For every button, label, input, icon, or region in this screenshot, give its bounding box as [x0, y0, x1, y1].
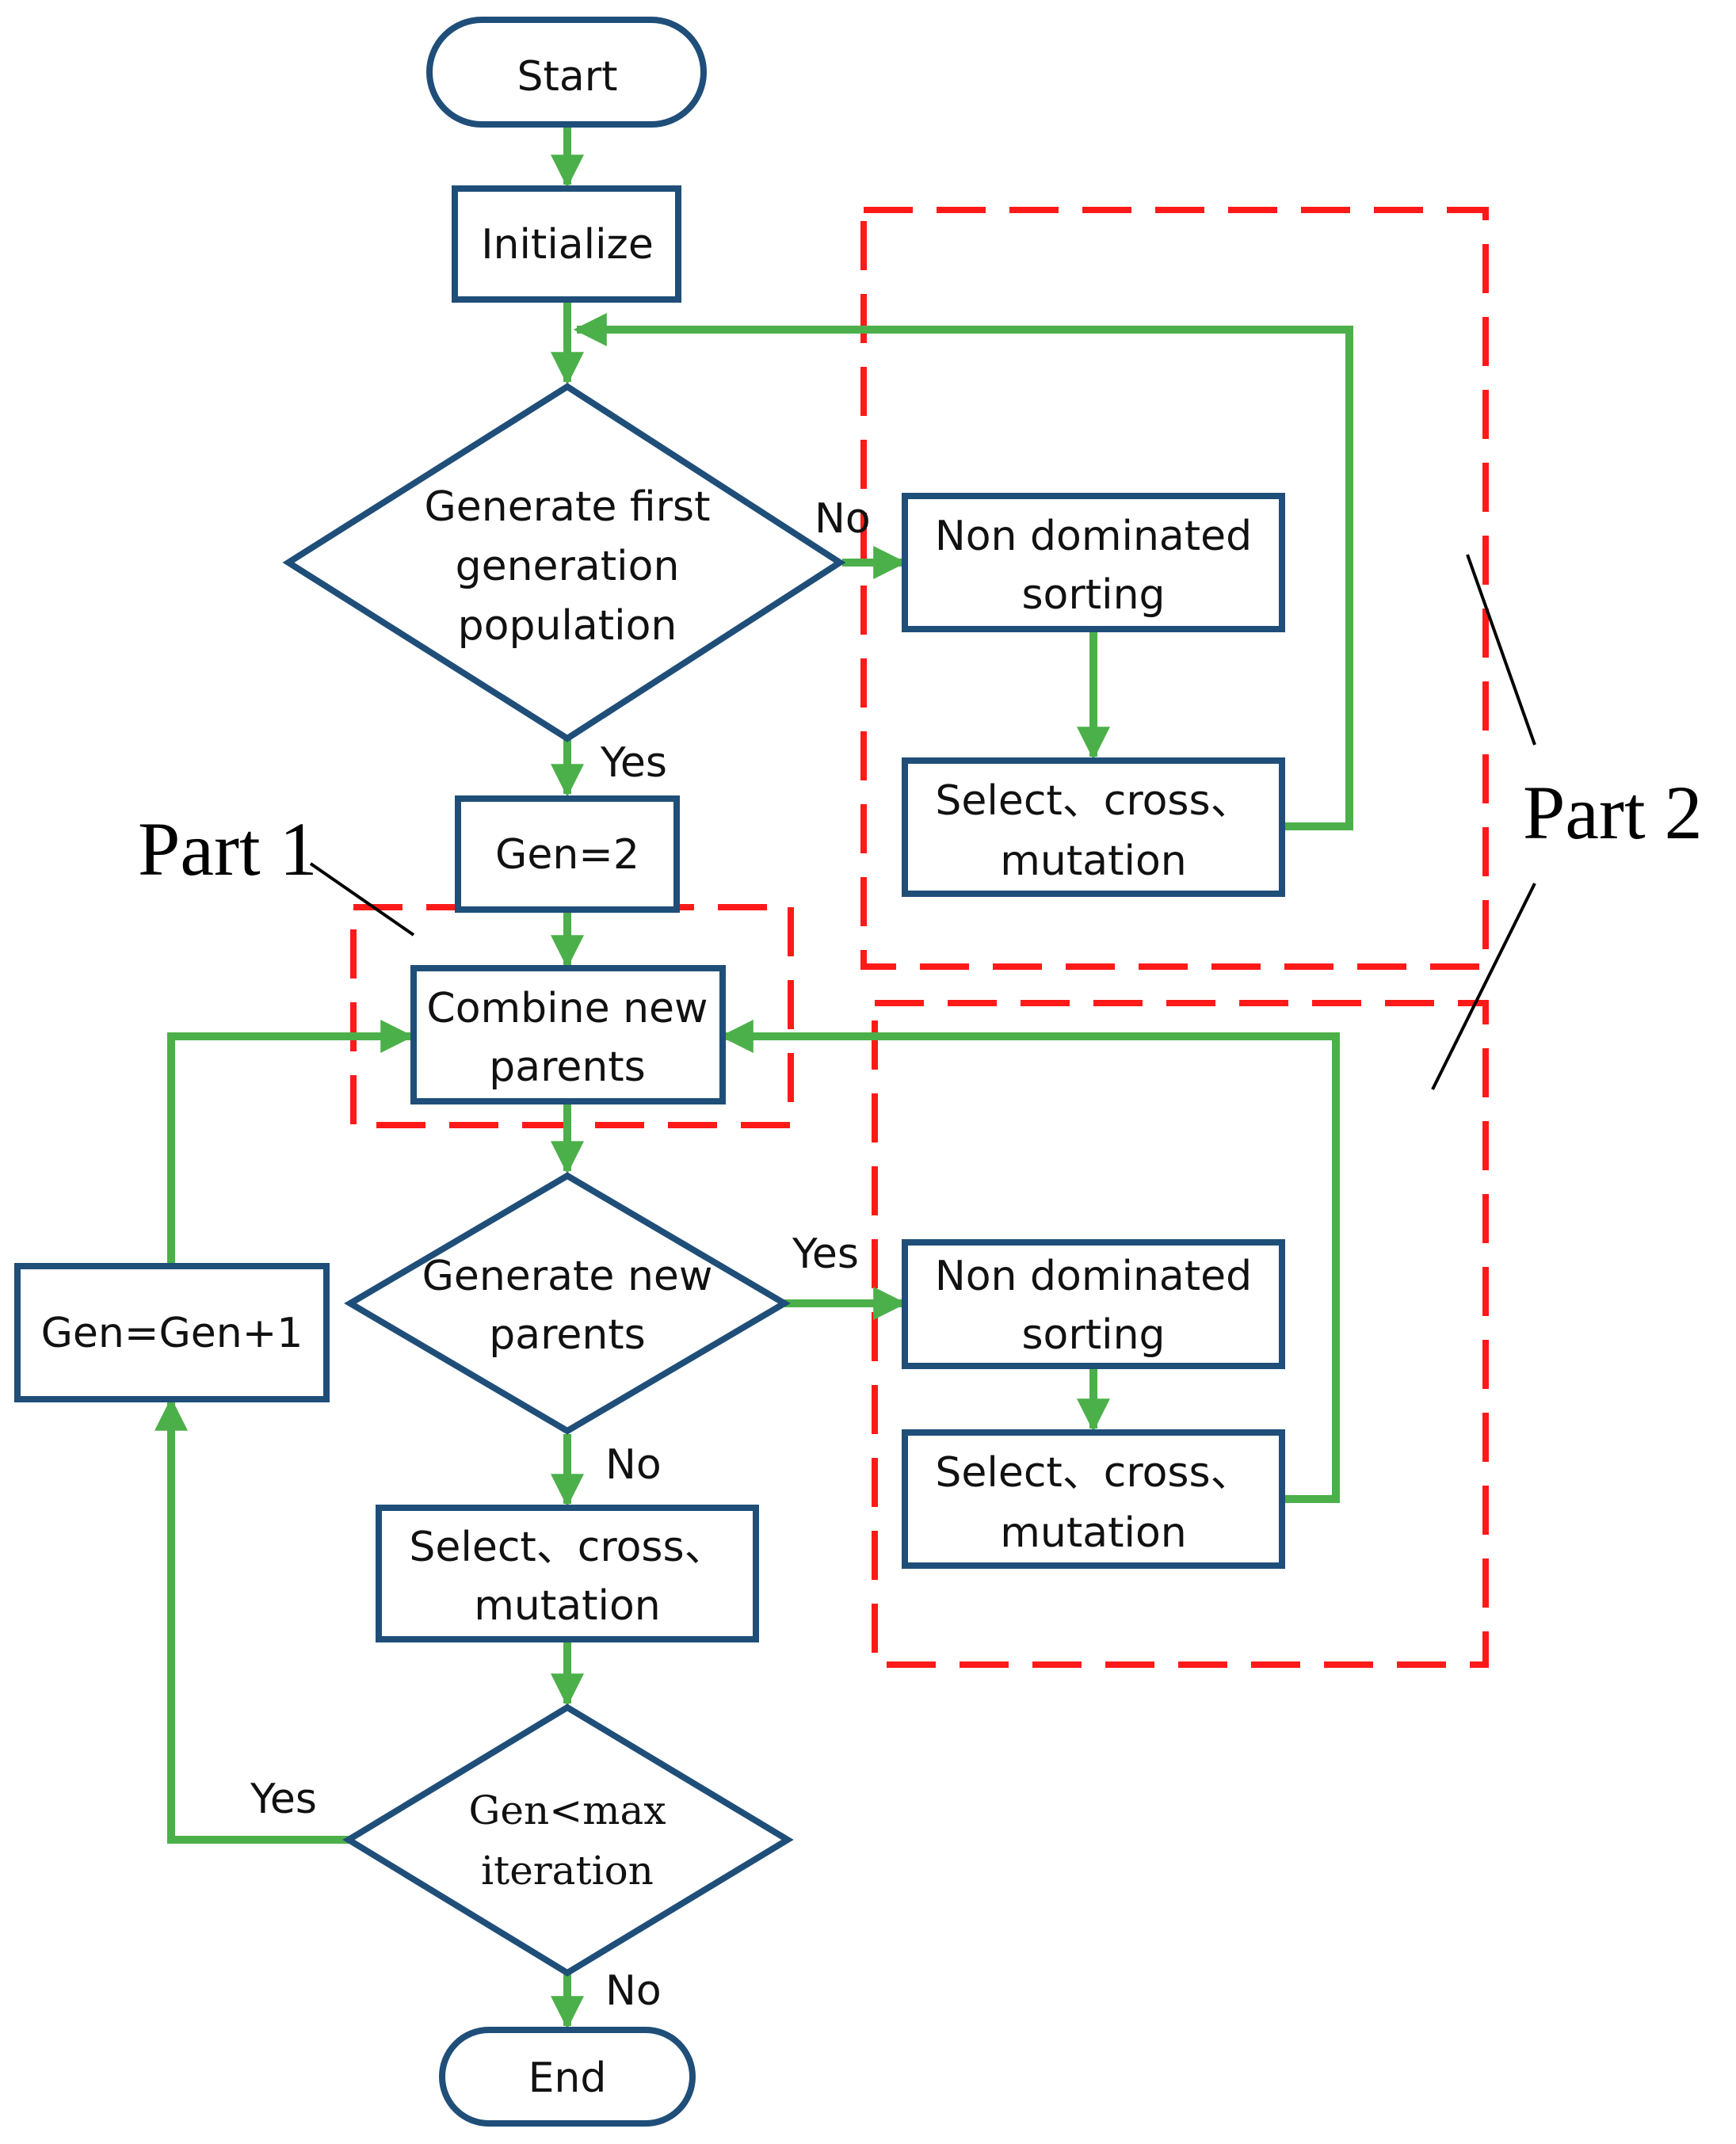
gen-inc-box — [14, 1263, 330, 1402]
generate-new-decision — [344, 1172, 791, 1435]
part2-region-bottom — [872, 1000, 1489, 1668]
scm-top-line-2: mutation — [1000, 837, 1186, 885]
scm-main-line-2: mutation — [474, 1582, 660, 1630]
scm-bottom-line-1: Select、cross、 — [935, 1449, 1251, 1497]
initialize-box — [452, 185, 681, 303]
start-label: Start — [517, 53, 617, 101]
generate-first-decision — [282, 383, 846, 742]
part1-label: Part 1 — [138, 807, 318, 891]
generate-first-line-3: population — [458, 602, 677, 650]
scm-bottom-line-2: mutation — [1000, 1509, 1186, 1557]
pointer-lines — [309, 554, 1536, 1090]
node-labels: Start Initialize Generate first generati… — [41, 53, 1253, 2102]
nds-bottom-line-2: sorting — [1021, 1311, 1165, 1359]
part1-pointer — [309, 862, 415, 937]
part2-pointer-upper — [1466, 554, 1536, 746]
nds-bottom-line-1: Non dominated — [935, 1253, 1252, 1300]
connectors — [155, 127, 1353, 2030]
scm-main-box — [376, 1505, 759, 1642]
gen-check-line-2: iteration — [481, 1848, 654, 1894]
nodes — [14, 17, 1285, 2127]
gen2-box — [455, 795, 680, 913]
scm-top-line-1: Select、cross、 — [935, 777, 1251, 825]
end-terminal — [439, 2027, 696, 2127]
combine-box — [410, 965, 726, 1104]
gen-check-line-1: Gen<max — [468, 1787, 666, 1833]
combine-line-1: Combine new — [426, 985, 708, 1032]
arrow-top-loop-back — [573, 313, 1353, 830]
new-yes-label: Yes — [792, 1230, 859, 1278]
nds-bottom-box — [902, 1239, 1285, 1369]
edge-labels: No Yes Yes No Yes No — [250, 495, 871, 2015]
scm-bottom-box — [902, 1429, 1285, 1569]
first-yes-label: Yes — [600, 739, 667, 787]
start-terminal — [426, 17, 707, 128]
generate-first-line-1: Generate first — [424, 483, 710, 531]
part2-region-top — [860, 207, 1489, 970]
arrow-check-yes-to-gen-inc — [155, 1397, 349, 1844]
arrow-gen-inc-to-combine — [167, 1020, 414, 1265]
gen-check-decision — [342, 1703, 794, 1977]
scm-top-box — [902, 757, 1285, 897]
nds-top-box — [902, 493, 1285, 632]
generate-first-line-2: generation — [456, 543, 680, 590]
part2-label: Part 2 — [1523, 770, 1703, 855]
region-labels: Part 1 Part 2 — [138, 770, 1703, 891]
arrow-bottom-loop-back — [719, 1020, 1340, 1503]
new-no-label: No — [605, 1441, 662, 1489]
end-label: End — [528, 2054, 607, 2102]
gen2-label: Gen=2 — [495, 831, 639, 879]
check-yes-label: Yes — [250, 1776, 317, 1823]
check-no-label: No — [605, 1967, 662, 2015]
part2-pointer-lower — [1431, 883, 1536, 1090]
combine-line-2: parents — [489, 1043, 646, 1091]
first-no-label: No — [815, 495, 871, 543]
generate-new-line-1: Generate new — [422, 1253, 713, 1300]
gen-inc-label: Gen=Gen+1 — [41, 1310, 303, 1357]
scm-main-line-1: Select、cross、 — [409, 1524, 725, 1571]
initialize-label: Initialize — [481, 221, 654, 269]
nds-top-line-2: sorting — [1021, 571, 1165, 619]
nds-top-line-1: Non dominated — [935, 513, 1252, 560]
generate-new-line-2: parents — [489, 1311, 646, 1359]
